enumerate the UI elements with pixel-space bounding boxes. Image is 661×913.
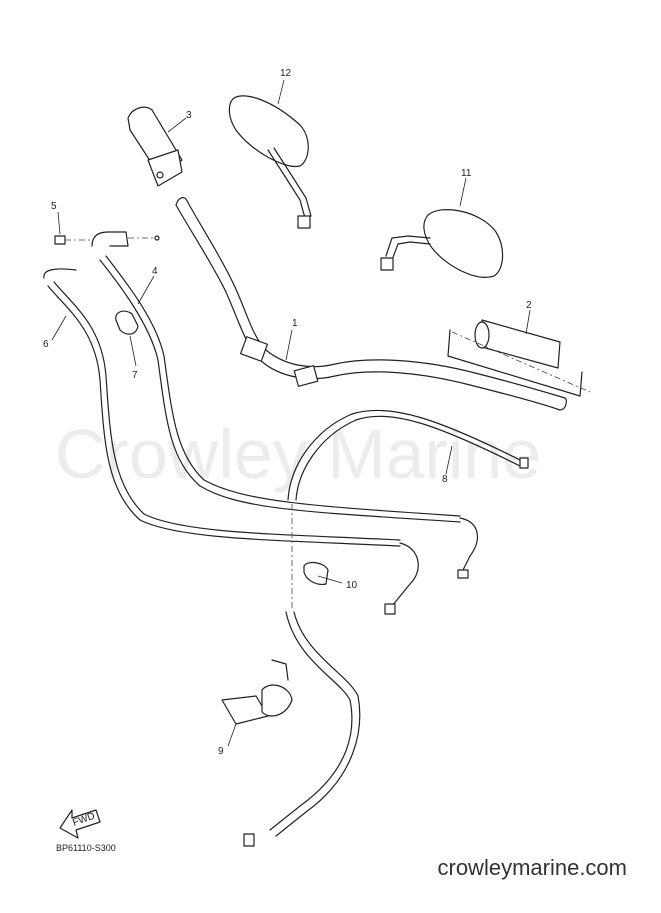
mirror-left[interactable] xyxy=(228,95,312,229)
callout-1: 1 xyxy=(292,318,298,329)
handlebar[interactable] xyxy=(175,197,567,411)
callout-11: 11 xyxy=(461,168,472,179)
callout-3: 3 xyxy=(186,110,192,121)
fwd-arrow: FWD xyxy=(59,809,101,839)
bolt[interactable] xyxy=(54,235,92,245)
mirror-right[interactable] xyxy=(380,209,504,278)
callout-12: 12 xyxy=(280,68,292,79)
clutch-cable[interactable] xyxy=(243,409,529,847)
grip[interactable] xyxy=(447,319,591,397)
knurl-left xyxy=(239,336,269,362)
callout-2: 2 xyxy=(526,300,532,311)
diagram-code: BP61110-S300 xyxy=(56,843,116,853)
throttle-grip[interactable] xyxy=(127,106,183,187)
knurl-right xyxy=(293,365,319,387)
throttle-cable-2[interactable] xyxy=(43,268,419,615)
callout-7: 7 xyxy=(132,370,138,381)
callout-6: 6 xyxy=(43,339,49,350)
clamp[interactable] xyxy=(115,310,139,335)
callout-9: 9 xyxy=(218,746,224,757)
watermark-text: Crowley Marine xyxy=(55,415,541,493)
cable-holder[interactable] xyxy=(221,659,293,725)
site-link[interactable]: crowleymarine.com xyxy=(437,855,628,880)
callout-8: 8 xyxy=(442,474,448,485)
callout-5: 5 xyxy=(51,201,57,212)
clip[interactable] xyxy=(303,561,329,585)
throttle-cable-1[interactable] xyxy=(99,255,478,579)
cable-guide-bracket[interactable] xyxy=(91,231,160,247)
callout-4: 4 xyxy=(152,266,158,277)
leaders xyxy=(51,79,531,747)
callout-10: 10 xyxy=(346,580,358,591)
